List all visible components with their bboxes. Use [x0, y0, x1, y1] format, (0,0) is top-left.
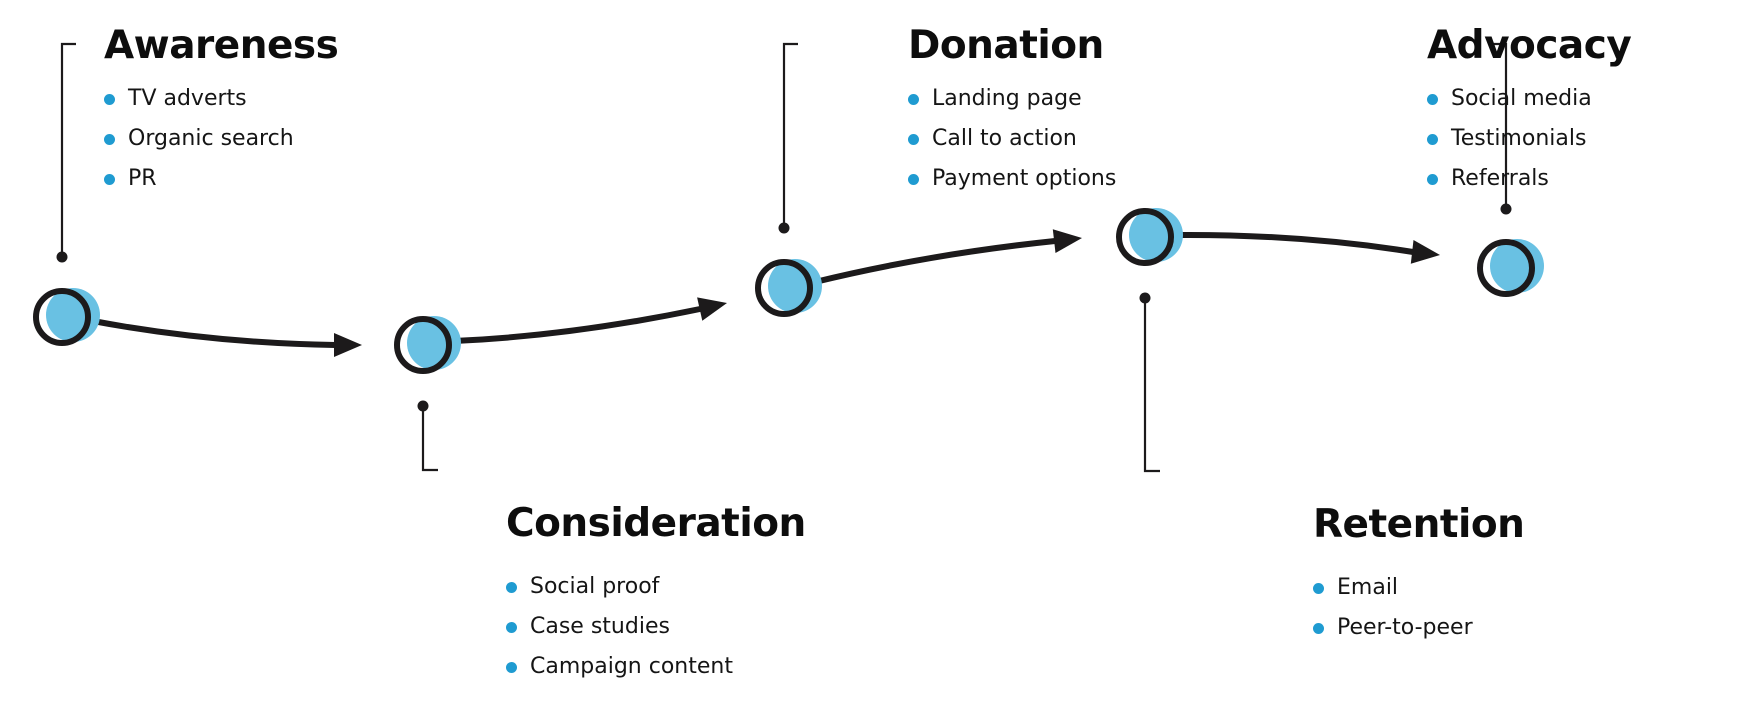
bullet-icon — [908, 174, 919, 185]
list-item: TV adverts — [104, 79, 338, 119]
bullet-icon — [908, 94, 919, 105]
list-item: Landing page — [908, 79, 1116, 119]
leader-line-retention — [1143, 298, 1160, 473]
bullet-icon — [506, 622, 517, 633]
list-item: Email — [1313, 568, 1524, 608]
callout-pin-icon-consideration — [417, 400, 429, 412]
arrow-right-icon — [1052, 229, 1082, 253]
bullet-icon — [506, 582, 517, 593]
leader-line-donation — [782, 42, 798, 228]
journey-node-icon-retention — [1116, 208, 1174, 266]
stage-consideration: Consideration Social proof Case studies … — [506, 501, 806, 687]
callout-pin-icon-retention — [1139, 292, 1151, 304]
bullet-icon — [1313, 583, 1324, 594]
list-item: Case studies — [506, 607, 806, 647]
bullet-icon — [104, 134, 115, 145]
list-item: Testimonials — [1427, 119, 1631, 159]
list-item: Campaign content — [506, 647, 806, 687]
journey-node-icon-awareness — [33, 288, 91, 346]
journey-node-icon-consideration — [394, 316, 452, 374]
stage-advocacy: Advocacy Social media Testimonials Refer… — [1427, 23, 1632, 199]
list-item: Social proof — [506, 567, 806, 607]
stage-list-advocacy: Social media Testimonials Referrals — [1427, 79, 1631, 199]
list-item-label: Referrals — [1451, 166, 1549, 191]
leader-line-consideration — [421, 406, 438, 472]
bullet-icon — [1427, 134, 1438, 145]
stage-title-consideration: Consideration — [506, 501, 806, 546]
list-item: PR — [104, 159, 338, 199]
callout-pin-icon-donation — [778, 222, 790, 234]
leader-line-advocacy — [1491, 42, 1508, 209]
callout-pin-icon-advocacy — [1500, 203, 1512, 215]
arrow-right-icon — [334, 333, 362, 357]
stage-retention: Retention Email Peer-to-peer — [1313, 502, 1525, 648]
list-item-label: Peer-to-peer — [1337, 615, 1473, 640]
journey-node-icon-advocacy — [1477, 239, 1535, 297]
stage-awareness: Awareness TV adverts Organic search PR — [104, 23, 339, 199]
list-item-label: Payment options — [932, 166, 1117, 191]
bullet-icon — [104, 94, 115, 105]
list-item-label: Campaign content — [530, 654, 733, 679]
connector-line-2 — [451, 306, 703, 344]
stage-title-retention: Retention — [1313, 502, 1525, 547]
arrow-right-icon — [1410, 240, 1440, 264]
bullet-icon — [104, 174, 115, 185]
bullet-icon — [1313, 623, 1324, 634]
list-item-label: Social media — [1451, 86, 1592, 111]
list-item-label: TV adverts — [128, 86, 247, 111]
bullet-icon — [506, 662, 517, 673]
bullet-icon — [1427, 94, 1438, 105]
connector-line-3 — [812, 238, 1058, 285]
stage-list-retention: Email Peer-to-peer — [1313, 568, 1524, 648]
stage-list-consideration: Social proof Case studies Campaign conte… — [506, 567, 806, 687]
list-item-label: PR — [128, 166, 157, 191]
stage-list-donation: Landing page Call to action Payment opti… — [908, 79, 1116, 199]
arrow-right-icon — [697, 297, 727, 321]
list-item: Peer-to-peer — [1313, 608, 1524, 648]
stage-donation: Donation Landing page Call to action Pay… — [908, 23, 1116, 199]
list-item-label: Social proof — [530, 574, 660, 599]
leader-line-awareness — [60, 42, 76, 257]
bullet-icon — [1427, 174, 1438, 185]
list-item: Organic search — [104, 119, 338, 159]
list-item: Referrals — [1427, 159, 1631, 199]
list-item-label: Call to action — [932, 126, 1077, 151]
list-item-label: Case studies — [530, 614, 670, 639]
connector-line-1 — [90, 318, 338, 348]
list-item-label: Email — [1337, 575, 1399, 600]
bullet-icon — [908, 134, 919, 145]
stage-title-awareness: Awareness — [104, 23, 339, 68]
list-item-label: Landing page — [932, 86, 1082, 111]
list-item: Social media — [1427, 79, 1631, 119]
stage-list-awareness: TV adverts Organic search PR — [104, 79, 338, 199]
list-item-label: Organic search — [128, 126, 294, 151]
journey-node-icon-donation — [755, 259, 813, 317]
stage-title-advocacy: Advocacy — [1427, 23, 1632, 68]
stage-title-donation: Donation — [908, 23, 1104, 68]
list-item: Call to action — [908, 119, 1116, 159]
callout-pin-icon-awareness — [56, 251, 68, 263]
list-item-label: Testimonials — [1451, 126, 1587, 151]
list-item: Payment options — [908, 159, 1116, 199]
connector-line-4 — [1173, 231, 1416, 255]
